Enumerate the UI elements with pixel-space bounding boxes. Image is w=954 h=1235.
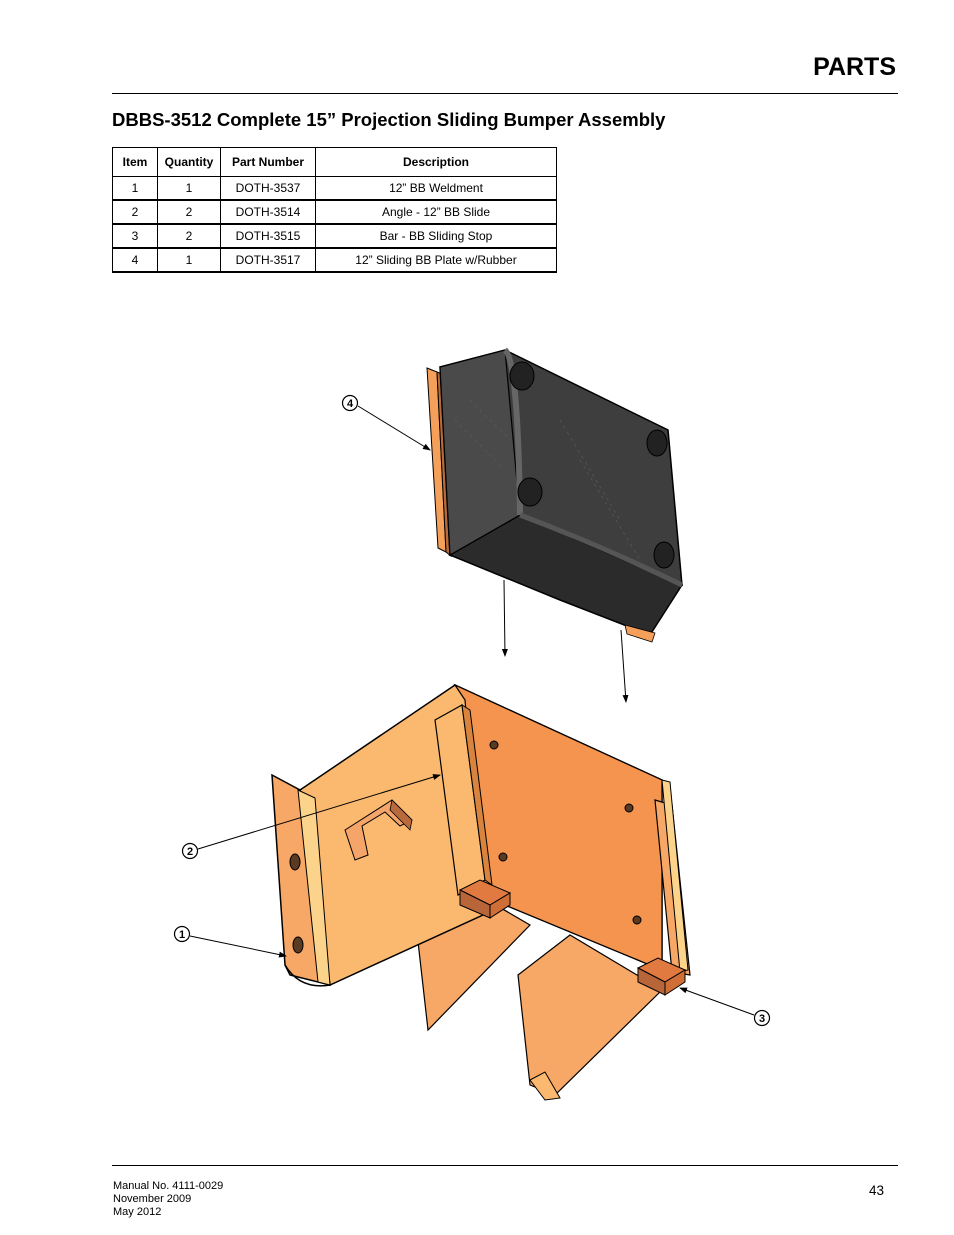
manual-number: Manual No. 4111-0029 — [113, 1180, 224, 1192]
column-header-quantity: Quantity — [157, 147, 221, 177]
cell-part-number: DOTH-3515 — [220, 223, 316, 249]
header-rule — [112, 93, 898, 94]
callout-label: 4 — [347, 398, 354, 410]
cell-description: 12” BB Weldment — [315, 176, 557, 201]
cell-quantity: 2 — [157, 199, 221, 225]
column-header-description: Description — [315, 147, 557, 177]
callout-label: 3 — [759, 1013, 765, 1025]
date-original: November 2009 — [113, 1193, 192, 1205]
weldment-part — [271, 683, 691, 1101]
cell-description: 12” Sliding BB Plate w/Rubber — [315, 247, 557, 273]
cell-item: 1 — [112, 176, 158, 201]
cell-description: Bar - BB Sliding Stop — [315, 223, 557, 249]
callout-2: 2 — [181, 774, 441, 860]
callout-label: 2 — [187, 846, 193, 858]
table-row: 3 2 DOTH-3515 Bar - BB Sliding Stop — [112, 223, 557, 249]
callout-4: 4 — [341, 394, 431, 451]
date-revision: May 2012 — [113, 1206, 162, 1218]
footer-rule — [112, 1165, 898, 1166]
cell-item: 4 — [112, 247, 158, 273]
parts-table: Item Quantity Part Number Description 1 … — [112, 147, 557, 273]
rubber-plate-part — [426, 347, 684, 643]
column-header-part-number: Part Number — [220, 147, 316, 177]
section-title: PARTS — [813, 53, 896, 81]
table-header-row: Item Quantity Part Number Description — [112, 147, 557, 177]
column-header-item: Item — [112, 147, 158, 177]
footer-info: Manual No. 4111-0029 November 2009 May 2… — [113, 1180, 223, 1219]
callout-1: 1 — [173, 925, 287, 958]
cell-part-number: DOTH-3514 — [220, 199, 316, 225]
cell-quantity: 2 — [157, 223, 221, 249]
cell-item: 3 — [112, 223, 158, 249]
cell-quantity: 1 — [157, 247, 221, 273]
page-title: DBBS-3512 Complete 15” Projection Slidin… — [112, 109, 666, 130]
cell-item: 2 — [112, 199, 158, 225]
table-row: 2 2 DOTH-3514 Angle - 12” BB Slide — [112, 199, 557, 225]
table-row: 1 1 DOTH-3537 12” BB Weldment — [112, 176, 557, 201]
cell-quantity: 1 — [157, 176, 221, 201]
cell-part-number: DOTH-3517 — [220, 247, 316, 273]
assembly-diagram: 4 2 1 3 — [173, 347, 771, 1101]
cell-part-number: DOTH-3537 — [220, 176, 316, 201]
callout-label: 1 — [179, 929, 185, 941]
table-row: 4 1 DOTH-3517 12” Sliding BB Plate w/Rub… — [112, 247, 557, 273]
callout-3: 3 — [679, 987, 771, 1027]
cell-description: Angle - 12” BB Slide — [315, 199, 557, 225]
page-number: 43 — [868, 1183, 884, 1198]
sliding-stop-part — [458, 879, 687, 996]
